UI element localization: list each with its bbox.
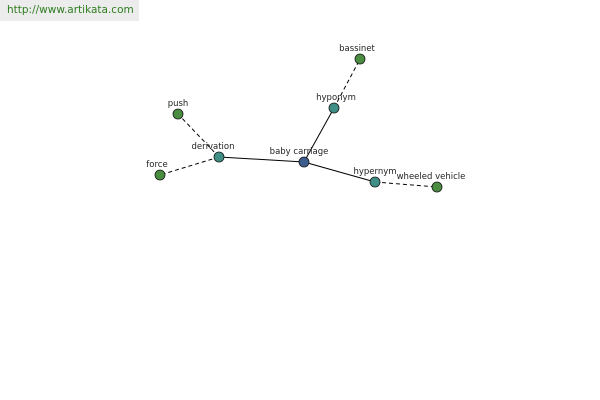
node-circle-hyponym[interactable] [328,102,340,114]
node-hyponym[interactable]: hyponym [316,93,356,114]
node-label-baby-carriage[interactable]: baby carriage [270,147,329,157]
node-baby-carriage[interactable]: baby carriage [270,147,329,168]
node-circle-hypernym[interactable] [369,176,381,188]
node-circle-wheeled-vehicle[interactable] [431,181,443,193]
node-label-derivation[interactable]: derivation [191,142,234,152]
node-label-hyponym[interactable]: hyponym [316,93,356,103]
node-circle-derivation[interactable] [213,151,225,163]
node-circle-baby-carriage[interactable] [298,156,310,168]
node-label-bassinet[interactable]: bassinet [339,44,375,54]
edge-hyponym-to-bassinet [333,58,361,109]
edge-baby-carriage-to-hypernym [303,161,376,183]
edge-baby-carriage-to-derivation [218,156,305,163]
node-label-force[interactable]: force [146,160,167,170]
node-circle-push[interactable] [172,108,184,120]
node-wheeled-vehicle[interactable]: wheeled vehicle [397,172,466,193]
node-label-push[interactable]: push [168,99,189,109]
edge-baby-carriage-to-hyponym [303,107,335,163]
node-hypernym[interactable]: hypernym [353,167,397,188]
node-circle-force[interactable] [154,169,166,181]
node-circle-bassinet[interactable] [354,53,366,65]
node-bassinet[interactable]: bassinet [339,44,376,65]
node-force[interactable]: force [146,160,168,181]
node-label-hypernym[interactable]: hypernym [353,167,396,177]
node-derivation[interactable]: derivation [191,142,235,163]
graph-edges [159,58,438,188]
graph-nodes: baby carriage derivation hyponym hypernym pu… [146,44,466,193]
edge-derivation-to-force [159,156,220,176]
edge-derivation-to-push [177,113,220,158]
node-push[interactable]: push [168,99,189,120]
edge-hypernym-to-wheeled-vehicle [374,181,438,188]
node-label-wheeled-vehicle[interactable]: wheeled vehicle [397,172,466,182]
site-watermark[interactable]: http://www.artikata.com [0,0,139,21]
